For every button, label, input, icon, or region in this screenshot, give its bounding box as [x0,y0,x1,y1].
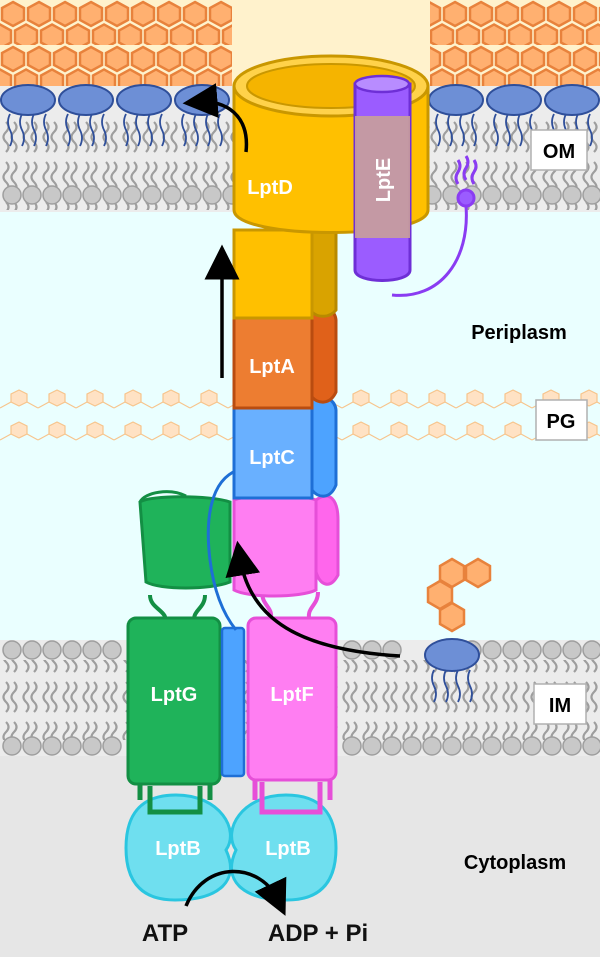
transport-arrows [182,83,401,916]
region-label-om: OM [543,141,575,163]
lptc-tether [206,468,239,631]
label-lptb-right: LptB [265,838,311,860]
lpte-lipid-anchor [391,155,478,297]
lptb-dimer [124,793,338,902]
pg-label-box [535,399,588,441]
lpte-protein [353,74,412,282]
region-label-periplasm: Periplasm [471,322,567,344]
region-label-im: IM [549,695,571,717]
atp-hydrolysis-arrow [184,869,287,916]
label-lpta: LptA [249,356,295,378]
label-lptg: LptG [151,684,198,706]
label-lptf: LptF [270,684,313,706]
arrow-from-im-lps [225,540,401,658]
region-label-cytoplasm: Cytoplasm [464,852,566,874]
om-label-box [530,129,588,171]
region-label-pg: PG [547,411,576,433]
label-adp-pi: ADP + Pi [268,920,368,947]
lps-sugar-hexagons-right [430,0,600,86]
lptg-protein [126,490,232,815]
label-lptb-left: LptB [155,838,201,860]
lpta-protein [232,305,338,410]
label-lptd: LptD [247,177,293,199]
arrow-into-om [182,83,249,153]
label-lptc: LptC [249,447,295,469]
label-lpte: LptE [373,158,395,202]
lptf-protein [232,494,340,815]
lptc-tm-helix [220,626,246,778]
im-label-box [533,683,587,725]
om-inner-leaflet-heads [2,185,600,205]
lps-sugar-hexagons-left [0,0,232,86]
label-atp: ATP [142,920,188,947]
lps-molecule-inner-membrane [424,557,492,703]
